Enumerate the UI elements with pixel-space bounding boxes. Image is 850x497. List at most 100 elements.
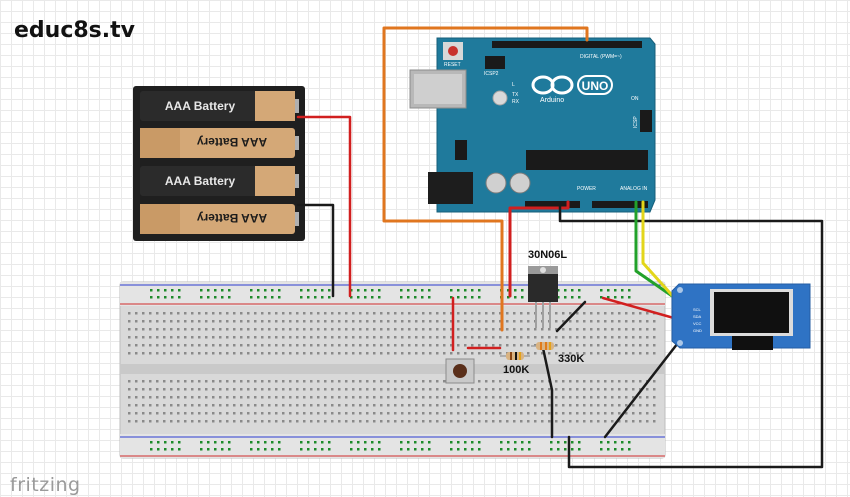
breadboard-hole xyxy=(450,412,453,415)
breadboard-hole xyxy=(422,320,425,323)
breadboard-hole xyxy=(352,312,355,315)
breadboard-hole xyxy=(500,448,503,451)
breadboard-hole xyxy=(485,352,488,355)
breadboard-hole xyxy=(485,380,488,383)
breadboard-hole xyxy=(254,312,257,315)
breadboard-hole xyxy=(278,441,281,444)
breadboard-hole xyxy=(513,388,516,391)
breadboard-hole xyxy=(611,404,614,407)
breadboard-hole xyxy=(177,388,180,391)
breadboard-hole xyxy=(184,312,187,315)
breadboard-hole xyxy=(614,448,617,451)
breadboard-hole xyxy=(177,396,180,399)
breadboard-hole xyxy=(163,320,166,323)
breadboard-hole xyxy=(207,441,210,444)
breadboard-hole xyxy=(625,344,628,347)
breadboard-hole xyxy=(557,448,560,451)
breadboard-hole xyxy=(264,289,267,292)
breadboard-hole xyxy=(240,312,243,315)
breadboard-hole xyxy=(520,412,523,415)
breadboard-hole xyxy=(421,448,424,451)
breadboard-hole xyxy=(321,296,324,299)
breadboard-hole xyxy=(408,380,411,383)
breadboard-hole xyxy=(359,380,362,383)
battery-cell-4: AAA Battery xyxy=(140,204,299,234)
breadboard-hole xyxy=(499,420,502,423)
breadboard-hole xyxy=(135,352,138,355)
breadboard-hole xyxy=(170,344,173,347)
breadboard-hole xyxy=(282,420,285,423)
breadboard-hole xyxy=(604,320,607,323)
breadboard-hole xyxy=(527,352,530,355)
breadboard-hole xyxy=(296,336,299,339)
breadboard-hole xyxy=(177,344,180,347)
breadboard-hole xyxy=(506,336,509,339)
breadboard-hole xyxy=(387,380,390,383)
breadboard-hole xyxy=(250,289,253,292)
breadboard-hole xyxy=(422,312,425,315)
breadboard-hole xyxy=(492,344,495,347)
breadboard-hole xyxy=(357,448,360,451)
breadboard-hole xyxy=(646,404,649,407)
breadboard-hole xyxy=(576,396,579,399)
breadboard-hole xyxy=(163,412,166,415)
breadboard-hole xyxy=(387,396,390,399)
breadboard-hole xyxy=(219,404,222,407)
breadboard-hole xyxy=(464,388,467,391)
breadboard-hole xyxy=(219,312,222,315)
breadboard-hole xyxy=(576,380,579,383)
breadboard-hole xyxy=(317,396,320,399)
breadboard-hole xyxy=(387,420,390,423)
breadboard-hole xyxy=(247,420,250,423)
reset-button[interactable] xyxy=(448,46,458,56)
breadboard-hole xyxy=(457,352,460,355)
breadboard-hole xyxy=(457,328,460,331)
breadboard-hole xyxy=(214,289,217,292)
breadboard-hole xyxy=(527,328,530,331)
breadboard-hole xyxy=(506,320,509,323)
breadboard-hole xyxy=(207,448,210,451)
breadboard-hole xyxy=(569,388,572,391)
breadboard-hole xyxy=(240,344,243,347)
breadboard-hole xyxy=(450,289,453,292)
push-button[interactable] xyxy=(445,358,475,384)
breadboard-hole xyxy=(450,328,453,331)
breadboard-hole xyxy=(614,296,617,299)
breadboard-hole xyxy=(380,312,383,315)
breadboard-hole xyxy=(450,320,453,323)
breadboard-hole xyxy=(485,328,488,331)
breadboard-hole xyxy=(170,328,173,331)
breadboard-hole xyxy=(156,312,159,315)
breadboard-hole xyxy=(282,352,285,355)
breadboard-hole xyxy=(350,448,353,451)
breadboard-hole xyxy=(163,336,166,339)
breadboard-hole xyxy=(128,312,131,315)
breadboard-hole xyxy=(205,352,208,355)
breadboard-hole xyxy=(378,441,381,444)
breadboard-hole xyxy=(366,420,369,423)
breadboard-hole xyxy=(275,380,278,383)
breadboard-hole xyxy=(590,412,593,415)
breadboard-hole xyxy=(247,352,250,355)
breadboard-hole xyxy=(156,380,159,383)
breadboard-hole xyxy=(310,412,313,415)
breadboard-hole xyxy=(604,388,607,391)
breadboard-hole xyxy=(191,404,194,407)
breadboard-hole xyxy=(366,388,369,391)
breadboard-hole xyxy=(156,320,159,323)
breadboard-hole xyxy=(331,396,334,399)
breadboard-hole xyxy=(569,344,572,347)
breadboard-hole xyxy=(632,404,635,407)
breadboard-hole xyxy=(247,344,250,347)
breadboard-hole xyxy=(324,336,327,339)
breadboard-hole xyxy=(371,448,374,451)
breadboard-hole xyxy=(387,320,390,323)
breadboard-hole xyxy=(569,320,572,323)
breadboard-hole xyxy=(282,396,285,399)
breadboard-hole xyxy=(128,320,131,323)
breadboard-hole xyxy=(142,380,145,383)
breadboard-hole xyxy=(625,336,628,339)
breadboard-hole xyxy=(135,380,138,383)
breadboard-hole xyxy=(233,312,236,315)
